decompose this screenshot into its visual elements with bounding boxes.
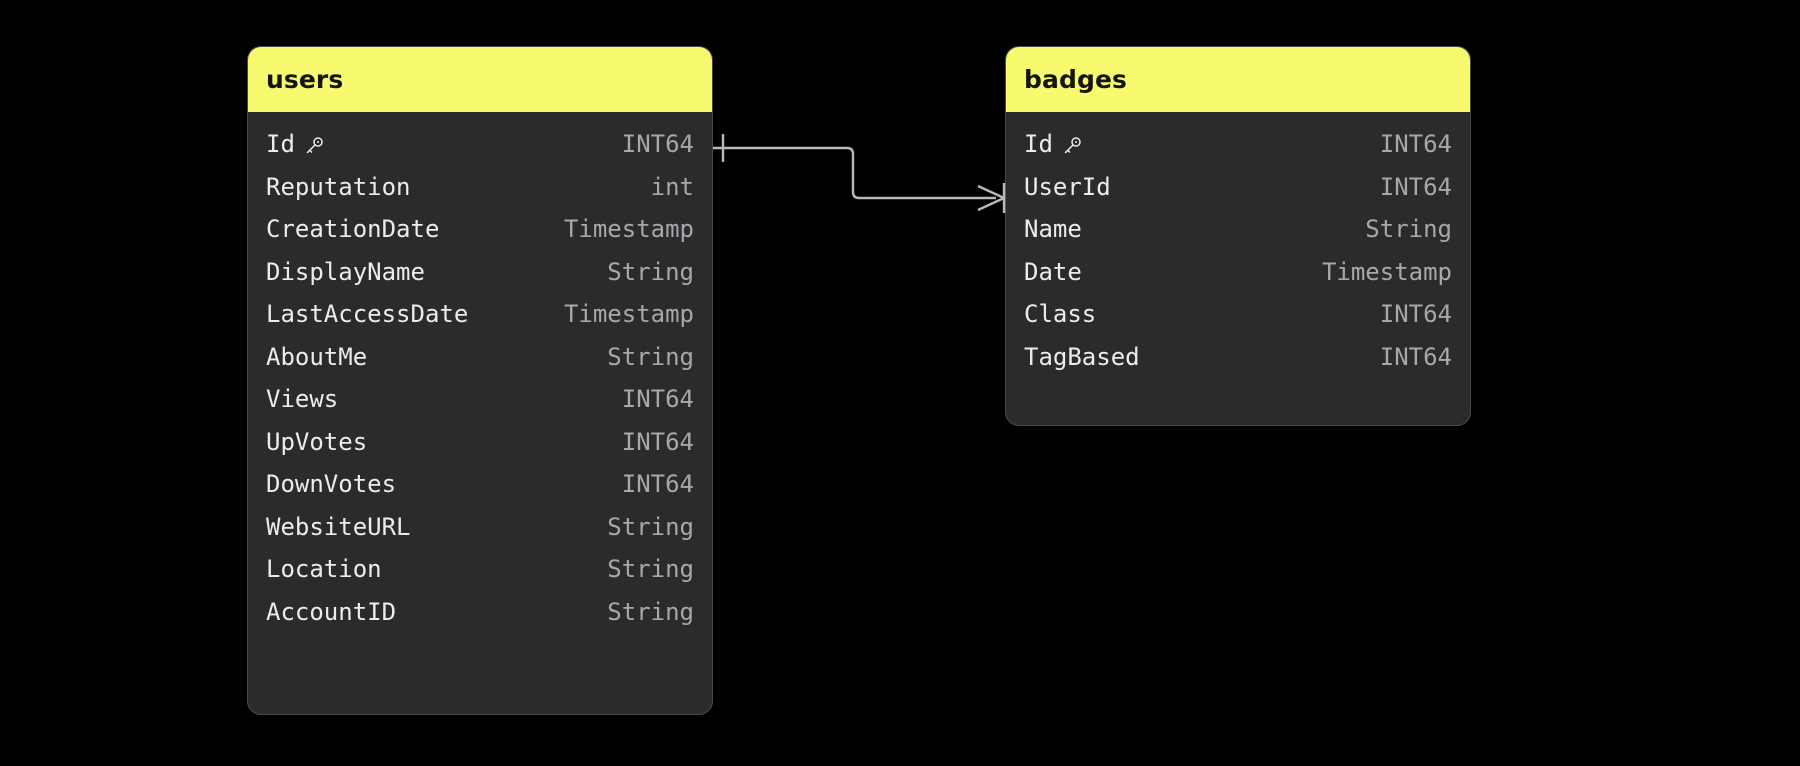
field-type-userid: INT64 — [1379, 172, 1452, 201]
field-row[interactable]: WebsiteURL String — [266, 506, 694, 549]
field-row[interactable]: DownVotes INT64 — [266, 463, 694, 506]
field-row[interactable]: DisplayName String — [266, 251, 694, 294]
field-row[interactable]: Reputation int — [266, 166, 694, 209]
entity-badges[interactable]: badges Id INT64 UserId INT64 Na — [1005, 46, 1471, 426]
field-name-upvotes: UpVotes — [266, 427, 368, 456]
field-type-displayname: String — [607, 257, 694, 286]
field-row[interactable]: AboutMe String — [266, 336, 694, 379]
field-type-aboutme: String — [607, 342, 694, 371]
field-name-accountid: AccountID — [266, 597, 397, 626]
key-icon — [1062, 135, 1083, 156]
field-name-location: Location — [266, 555, 382, 584]
field-name-displayname: DisplayName — [266, 257, 425, 286]
field-name-creationdate: CreationDate — [266, 215, 440, 244]
field-name-class: Class — [1024, 300, 1097, 329]
field-row[interactable]: Class INT64 — [1024, 293, 1452, 336]
key-icon — [304, 135, 325, 156]
field-row[interactable]: Id INT64 — [266, 123, 694, 166]
field-name-date: Date — [1024, 257, 1082, 286]
field-type-upvotes: INT64 — [621, 427, 694, 456]
field-type-location: String — [607, 555, 694, 584]
field-type-tagbased: INT64 — [1379, 342, 1452, 371]
field-row[interactable]: UserId INT64 — [1024, 166, 1452, 209]
entity-users-fields: Id INT64 Reputation int CreationDate Tim… — [248, 112, 712, 651]
field-name-userid: UserId — [1024, 172, 1111, 201]
field-row[interactable]: Location String — [266, 548, 694, 591]
field-row[interactable]: Views INT64 — [266, 378, 694, 421]
field-type-id: INT64 — [621, 130, 694, 159]
entity-badges-title: badges — [1006, 47, 1470, 112]
field-type-name: String — [1365, 215, 1452, 244]
field-name-id: Id — [1024, 132, 1083, 156]
field-name-views: Views — [266, 385, 339, 414]
field-row[interactable]: Date Timestamp — [1024, 251, 1452, 294]
field-row[interactable]: LastAccessDate Timestamp — [266, 293, 694, 336]
field-type-websiteurl: String — [607, 512, 694, 541]
entity-badges-fields: Id INT64 UserId INT64 Name String — [1006, 112, 1470, 396]
field-type-class: INT64 — [1379, 300, 1452, 329]
field-type-creationdate: Timestamp — [563, 215, 694, 244]
field-row[interactable]: CreationDate Timestamp — [266, 208, 694, 251]
field-row[interactable]: Id INT64 — [1024, 123, 1452, 166]
field-type-id: INT64 — [1379, 130, 1452, 159]
field-row[interactable]: UpVotes INT64 — [266, 421, 694, 464]
field-type-accountid: String — [607, 597, 694, 626]
field-name-name: Name — [1024, 215, 1082, 244]
field-row[interactable]: Name String — [1024, 208, 1452, 251]
field-name-websiteurl: WebsiteURL — [266, 512, 411, 541]
entity-users-title: users — [248, 47, 712, 112]
field-type-lastaccessdate: Timestamp — [563, 300, 694, 329]
entity-users[interactable]: users Id INT64 Reputation int C — [247, 46, 713, 715]
field-type-reputation: int — [650, 172, 694, 201]
field-name-tagbased: TagBased — [1024, 342, 1140, 371]
field-type-date: Timestamp — [1321, 257, 1452, 286]
field-row[interactable]: TagBased INT64 — [1024, 336, 1452, 379]
field-name-lastaccessdate: LastAccessDate — [266, 300, 469, 329]
field-type-views: INT64 — [621, 385, 694, 414]
field-row[interactable]: AccountID String — [266, 591, 694, 634]
field-name-reputation: Reputation — [266, 172, 411, 201]
field-name-id: Id — [266, 132, 325, 156]
field-name-downvotes: DownVotes — [266, 470, 397, 499]
field-name-aboutme: AboutMe — [266, 342, 368, 371]
field-type-downvotes: INT64 — [621, 470, 694, 499]
